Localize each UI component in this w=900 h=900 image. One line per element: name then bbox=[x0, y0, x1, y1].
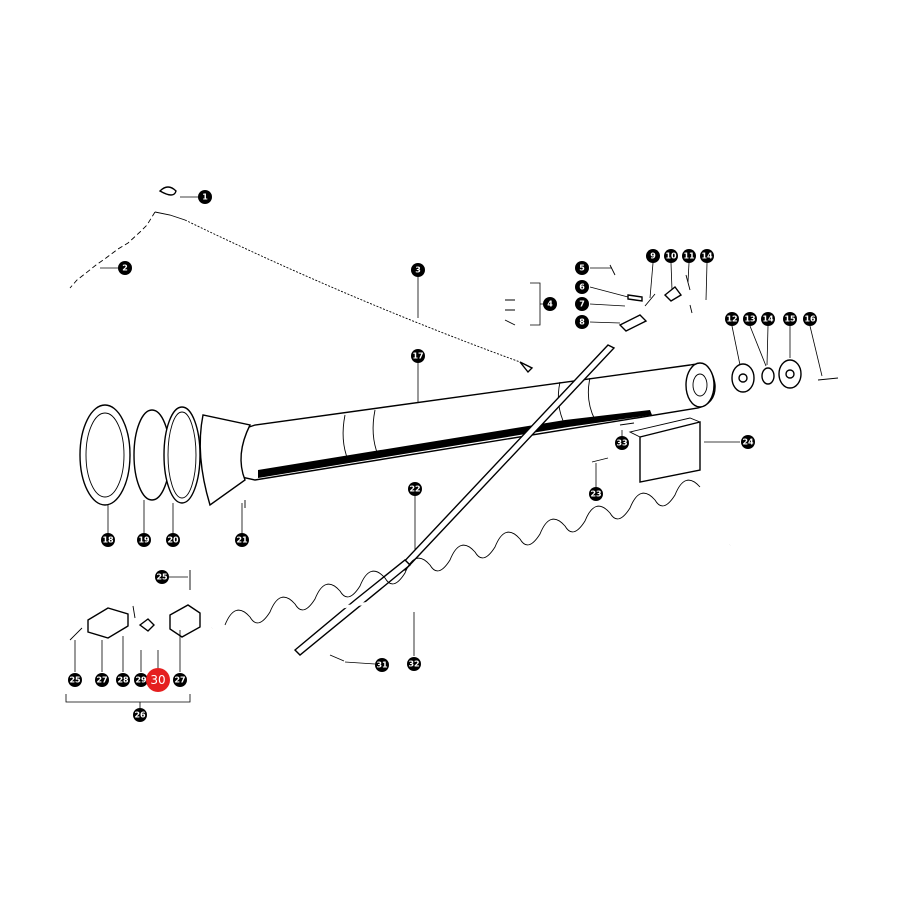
callout-12: 12 bbox=[725, 312, 739, 326]
svg-text:4: 4 bbox=[547, 300, 553, 309]
hook-part bbox=[158, 186, 177, 196]
svg-text:9: 9 bbox=[650, 252, 656, 261]
svg-text:19: 19 bbox=[138, 536, 150, 545]
svg-text:24: 24 bbox=[742, 438, 754, 447]
svg-text:11: 11 bbox=[683, 252, 695, 261]
callout-24: 24 bbox=[741, 435, 755, 449]
clamp-parts bbox=[609, 264, 693, 332]
callout-22: 22 bbox=[408, 482, 422, 496]
callout-4: 4 bbox=[543, 297, 557, 311]
callout-18: 18 bbox=[101, 533, 115, 547]
svg-text:16: 16 bbox=[804, 315, 816, 324]
callout-27-right: 27 bbox=[173, 673, 187, 687]
svg-text:23: 23 bbox=[590, 490, 601, 499]
svg-text:26: 26 bbox=[134, 711, 146, 720]
callout-25-top: 25 bbox=[155, 570, 169, 584]
svg-text:21: 21 bbox=[236, 536, 248, 545]
callout-15: 15 bbox=[783, 312, 797, 326]
callout-19: 19 bbox=[137, 533, 151, 547]
callout-16: 16 bbox=[803, 312, 817, 326]
svg-text:32: 32 bbox=[408, 660, 419, 669]
svg-text:12: 12 bbox=[726, 315, 737, 324]
svg-text:3: 3 bbox=[415, 266, 421, 275]
svg-text:15: 15 bbox=[784, 315, 796, 324]
callout-9: 9 bbox=[646, 249, 660, 263]
callout-28: 28 bbox=[116, 673, 130, 687]
callout-1: 1 bbox=[198, 190, 212, 204]
callout-17: 17 bbox=[411, 349, 425, 363]
svg-text:5: 5 bbox=[579, 264, 585, 273]
svg-text:7: 7 bbox=[579, 300, 585, 309]
svg-text:18: 18 bbox=[102, 536, 114, 545]
svg-text:17: 17 bbox=[412, 352, 423, 361]
svg-text:29: 29 bbox=[135, 676, 147, 685]
svg-text:28: 28 bbox=[117, 676, 129, 685]
bearing-bracket-parts bbox=[69, 500, 246, 641]
chain-part bbox=[69, 211, 186, 289]
svg-text:27: 27 bbox=[174, 676, 185, 685]
callout-23: 23 bbox=[589, 487, 603, 501]
shield-part bbox=[628, 417, 701, 483]
callout-13: 13 bbox=[743, 312, 757, 326]
svg-text:31: 31 bbox=[376, 661, 388, 670]
callout-31: 31 bbox=[375, 658, 389, 672]
callout-26: 26 bbox=[133, 708, 147, 722]
svg-text:14: 14 bbox=[762, 315, 774, 324]
svg-text:6: 6 bbox=[579, 283, 585, 292]
svg-text:8: 8 bbox=[579, 318, 585, 327]
ring-20-part bbox=[163, 406, 201, 504]
callout-27-left: 27 bbox=[95, 673, 109, 687]
misc-hardware-parts bbox=[329, 299, 635, 662]
callout-10: 10 bbox=[664, 249, 678, 263]
auger-flighting-part bbox=[211, 479, 731, 630]
callout-30-highlighted[interactable]: 30 bbox=[146, 668, 170, 692]
svg-text:30: 30 bbox=[150, 673, 165, 687]
callout-3: 3 bbox=[411, 263, 425, 277]
callout-8: 8 bbox=[575, 315, 589, 329]
callout-6: 6 bbox=[575, 280, 589, 294]
svg-text:10: 10 bbox=[665, 252, 677, 261]
auger-tube-part bbox=[199, 362, 716, 507]
svg-text:13: 13 bbox=[744, 315, 755, 324]
callout-7: 7 bbox=[575, 297, 589, 311]
svg-text:1: 1 bbox=[202, 193, 208, 202]
svg-text:33: 33 bbox=[616, 439, 627, 448]
callout-14-top: 14 bbox=[700, 249, 714, 263]
svg-text:20: 20 bbox=[167, 536, 179, 545]
support-arm-part bbox=[293, 344, 616, 656]
callout-33: 33 bbox=[615, 436, 629, 450]
end-plate-parts bbox=[731, 359, 839, 393]
ring-18-part bbox=[79, 404, 131, 506]
callout-32: 32 bbox=[407, 657, 421, 671]
svg-text:25: 25 bbox=[156, 573, 168, 582]
svg-text:14: 14 bbox=[701, 252, 713, 261]
callout-29: 29 bbox=[134, 673, 148, 687]
callout-2: 2 bbox=[118, 261, 132, 275]
callout-14-right: 14 bbox=[761, 312, 775, 326]
callout-25-bottom: 25 bbox=[68, 673, 82, 687]
callout-5: 5 bbox=[575, 261, 589, 275]
svg-text:22: 22 bbox=[409, 485, 420, 494]
svg-text:25: 25 bbox=[69, 676, 81, 685]
callout-20: 20 bbox=[166, 533, 180, 547]
callout-11: 11 bbox=[682, 249, 696, 263]
svg-text:27: 27 bbox=[96, 676, 107, 685]
cable-part bbox=[184, 219, 534, 374]
svg-text:2: 2 bbox=[122, 264, 128, 273]
callout-21: 21 bbox=[235, 533, 249, 547]
